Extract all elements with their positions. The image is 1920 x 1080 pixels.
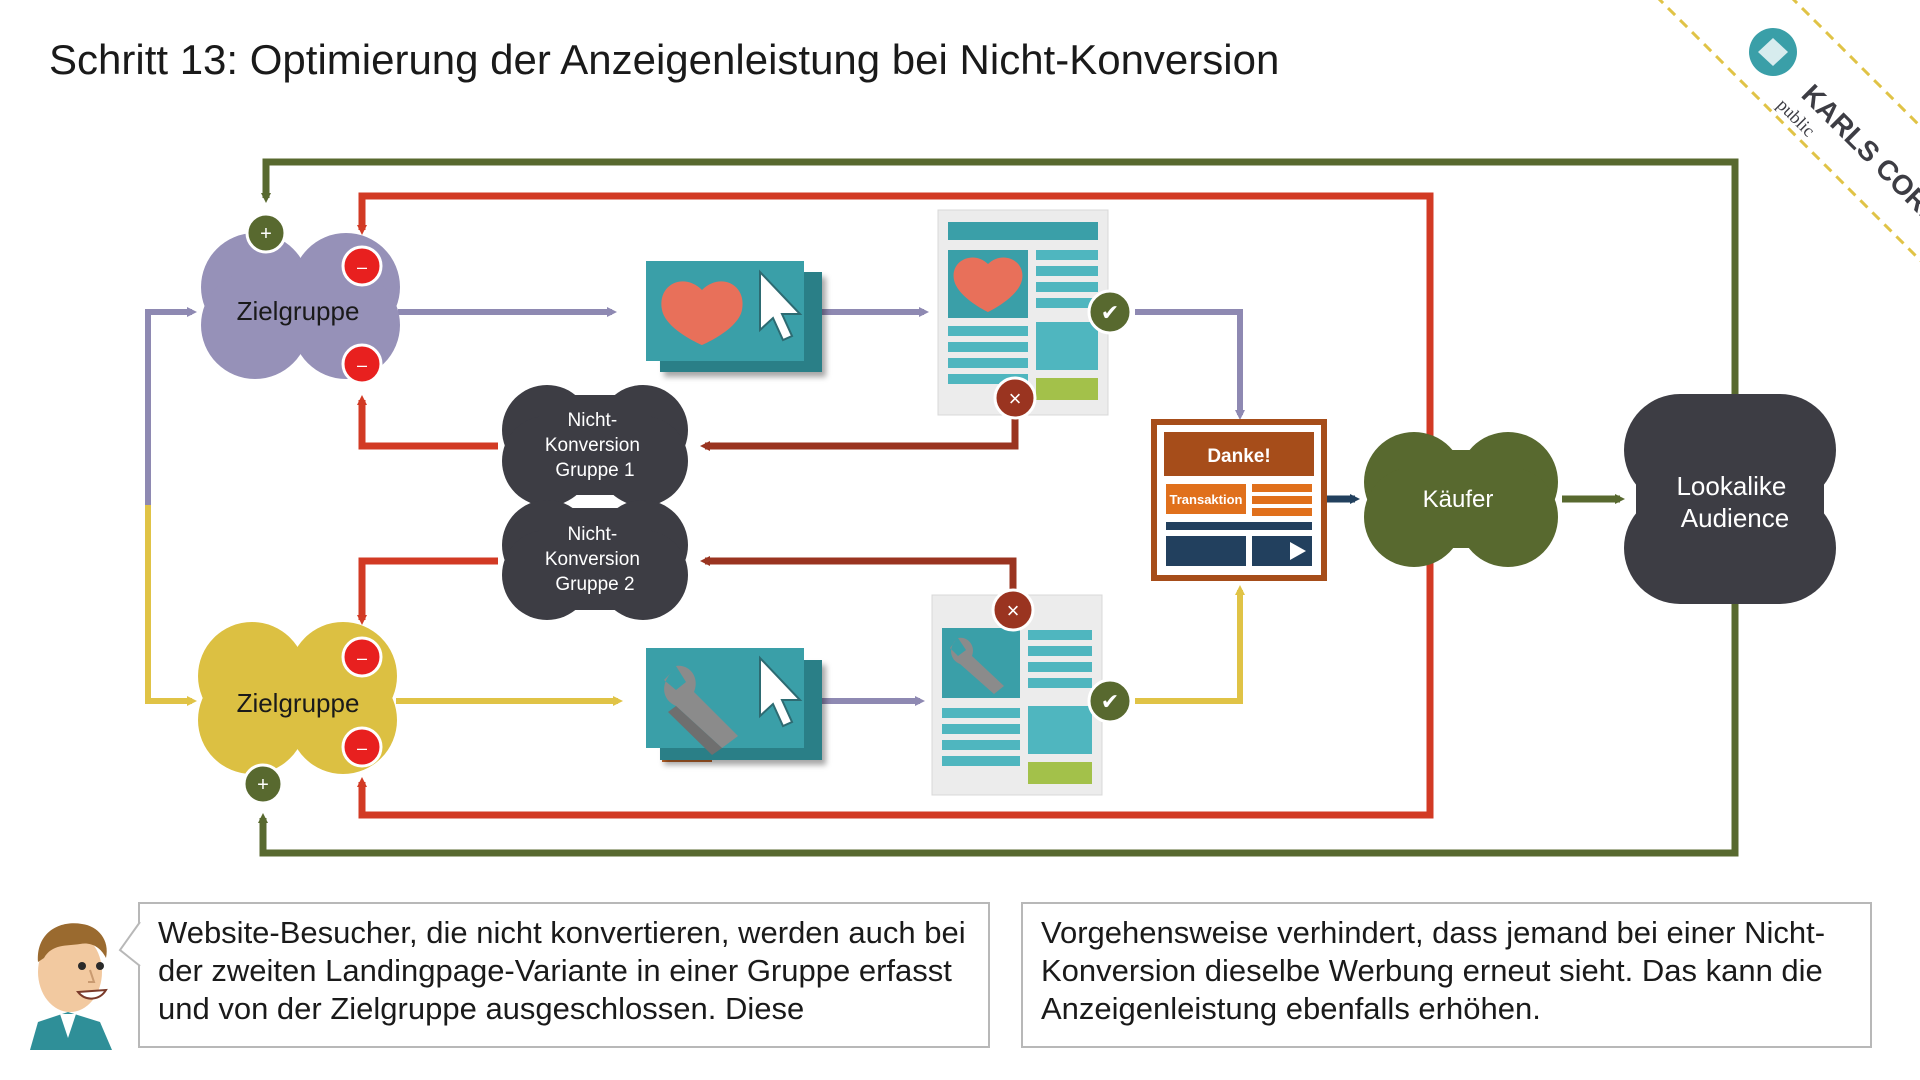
non-conversion-arrows	[700, 410, 1019, 595]
nk1-line3: Gruppe 1	[555, 460, 634, 481]
zielgruppe-top-cloud	[201, 233, 400, 379]
minus-badge-top-1-label: –	[357, 257, 367, 277]
minus-badge-top-2-label: –	[357, 355, 367, 375]
nk1-line2: Konversion	[545, 435, 640, 456]
minus-badge-bottom-2: –	[341, 726, 383, 768]
thankyou-page: Danke! Transaktion	[1151, 419, 1327, 581]
minus-badge-top-1: –	[341, 245, 383, 287]
minus-badge-bottom-1: –	[341, 636, 383, 678]
page-title: Schritt 13: Optimierung der Anzeigenleis…	[49, 36, 1280, 83]
zielgruppe-bottom-label: Zielgruppe	[237, 688, 360, 718]
zielgruppe-bottom-cloud	[198, 622, 397, 774]
wrench-icon	[664, 665, 738, 755]
karls-core-logo: KARLS CORE public	[1657, 0, 1920, 263]
wrench-icon	[950, 637, 1004, 694]
caption-box-right: Vorgehensweise verhindert, dass jemand b…	[1021, 902, 1872, 1048]
cross-badge-bottom: ×	[991, 588, 1035, 632]
thankyou-heading: Danke!	[1207, 446, 1270, 467]
play-icon	[1290, 542, 1306, 560]
minus-badge-bottom-1-label: –	[357, 648, 367, 668]
heart-icon	[661, 281, 743, 345]
nk2-line3: Gruppe 2	[555, 574, 634, 595]
check-badge-top: ✔	[1087, 289, 1133, 335]
minus-badge-top-2: –	[341, 343, 383, 385]
lookalike-line1: Lookalike	[1676, 471, 1786, 501]
caption-box-left: Website-Besucher, die nicht konvertieren…	[138, 902, 990, 1048]
speech-pointer	[118, 921, 141, 967]
thankyou-transaction: Transaktion	[1170, 492, 1243, 507]
check-badge-bottom: ✔	[1087, 678, 1133, 724]
nichtkonversion-2-cloud	[502, 500, 688, 620]
purple-flow	[145, 307, 1245, 706]
nk1-line1: Nicht-	[568, 410, 618, 431]
cursor-icon	[759, 269, 803, 342]
caption-text-right: Vorgehensweise verhindert, dass jemand b…	[1041, 915, 1826, 1026]
cross-badge-top: ×	[993, 376, 1037, 420]
cursor-icon	[759, 655, 803, 728]
heart-icon	[953, 257, 1023, 312]
cross-icon: ×	[1007, 598, 1020, 623]
check-icon: ✔	[1101, 689, 1119, 714]
ad-card-heart	[646, 261, 822, 372]
cross-icon: ×	[1009, 386, 1022, 411]
nk2-line2: Konversion	[545, 549, 640, 570]
check-icon: ✔	[1101, 300, 1119, 325]
lookalike-line2: Audience	[1681, 503, 1789, 533]
nichtkonversion-1-label: Nicht- Konversion Gruppe 1	[545, 410, 645, 481]
plus-badge-top-label: +	[260, 223, 272, 245]
nk2-line1: Nicht-	[568, 524, 618, 545]
nichtkonversion-1-cloud	[502, 385, 688, 506]
avatar	[30, 923, 112, 1050]
red-exclusion-loop	[357, 192, 1434, 819]
kaeufer-cloud	[1364, 432, 1558, 567]
ad-card-wrench	[646, 648, 822, 762]
lookalike-cloud	[1624, 394, 1836, 604]
caption-text-left: Website-Besucher, die nicht konvertieren…	[158, 915, 966, 1026]
plus-badge-bottom: +	[242, 763, 284, 805]
kaeufer-label: Käufer	[1423, 486, 1494, 513]
minus-badge-bottom-2-label: –	[357, 738, 367, 758]
lookalike-label: Lookalike Audience	[1676, 471, 1793, 533]
nichtkonversion-2-label: Nicht- Konversion Gruppe 2	[545, 524, 645, 595]
zielgruppe-top-label: Zielgruppe	[237, 296, 360, 326]
yellow-flow	[145, 505, 1245, 706]
plus-badge-top: +	[245, 212, 287, 254]
plus-badge-bottom-label: +	[257, 774, 269, 796]
green-feedback-loop	[258, 158, 1739, 857]
